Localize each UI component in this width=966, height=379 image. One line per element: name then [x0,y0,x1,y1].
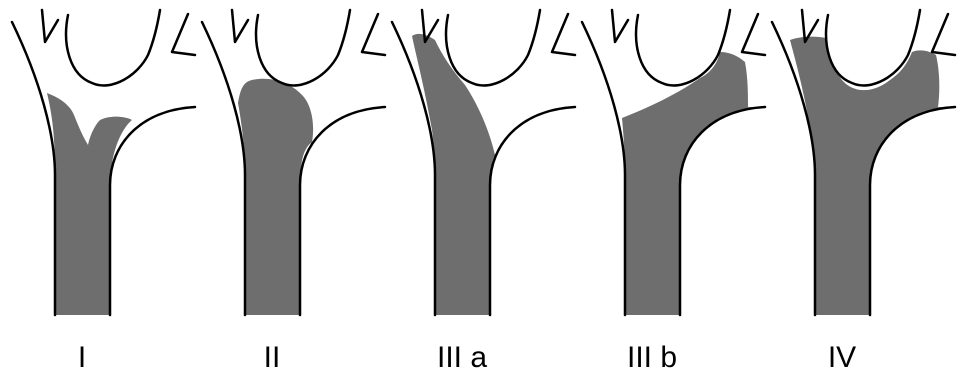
tumor-region [238,79,313,315]
tumor-region [412,34,495,315]
tumor-region [47,93,132,315]
panel-type-3a: III a [392,10,575,374]
panel-label: I [78,341,86,374]
panel-type-2: II [202,10,385,374]
tumor-region [622,52,765,315]
panel-type-3b: III b [582,10,765,374]
panel-type-1: I [12,10,195,374]
panel-label: III a [437,341,487,374]
panel-type-4: IV [772,10,955,374]
panel-label: IV [828,341,856,374]
panel-label: II [264,341,281,374]
panel-label: III b [627,341,677,374]
